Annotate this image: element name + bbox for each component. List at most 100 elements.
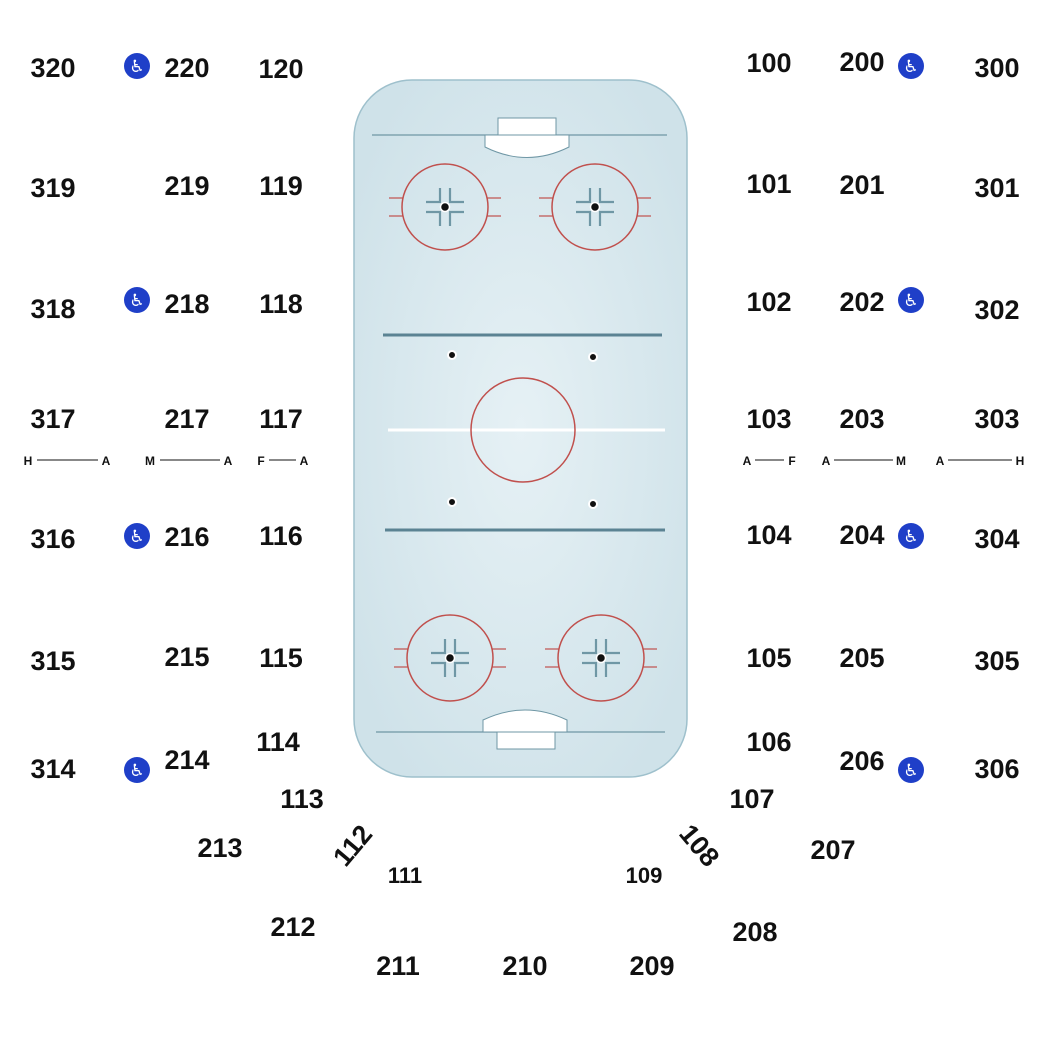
section-212[interactable]: 212 bbox=[270, 912, 315, 942]
center-faceoff-circle bbox=[470, 377, 576, 483]
section-120[interactable]: 120 bbox=[258, 54, 303, 84]
section-211[interactable]: 211 bbox=[376, 951, 420, 981]
goal-crease-top bbox=[484, 134, 570, 158]
section-118[interactable]: 118 bbox=[259, 289, 303, 319]
section-220[interactable]: 220 bbox=[164, 53, 209, 83]
faceoff-circle bbox=[401, 163, 489, 251]
section-108[interactable]: 108 bbox=[673, 819, 725, 873]
section-216[interactable]: 216 bbox=[164, 522, 209, 552]
section-200[interactable]: 200 bbox=[839, 47, 884, 77]
section-305[interactable]: 305 bbox=[974, 646, 1019, 676]
section-101[interactable]: 101 bbox=[746, 169, 791, 199]
marker-right-h: H bbox=[1016, 454, 1025, 468]
wheelchair-icon: ♿ bbox=[124, 287, 150, 313]
marker-left-m: M bbox=[145, 454, 155, 468]
goal-net-top bbox=[497, 117, 557, 136]
marker-right-a1: A bbox=[743, 454, 752, 468]
marker-right-m: M bbox=[896, 454, 906, 468]
faceoff-l-marker bbox=[576, 188, 592, 204]
marker-left-a1: A bbox=[102, 454, 111, 468]
faceoff-spot bbox=[589, 201, 601, 213]
section-113[interactable]: 113 bbox=[280, 784, 324, 814]
section-105[interactable]: 105 bbox=[746, 643, 791, 673]
wheelchair-icon: ♿ bbox=[898, 287, 924, 313]
faceoff-spot bbox=[444, 652, 456, 664]
section-316[interactable]: 316 bbox=[30, 524, 75, 554]
wheelchair-icon: ♿ bbox=[898, 757, 924, 783]
marker-right-f: F bbox=[788, 454, 795, 468]
svg-text:♿: ♿ bbox=[903, 57, 918, 77]
section-209[interactable]: 209 bbox=[629, 951, 674, 981]
section-300[interactable]: 300 bbox=[974, 53, 1019, 83]
section-107[interactable]: 107 bbox=[729, 784, 774, 814]
section-314[interactable]: 314 bbox=[30, 754, 75, 784]
svg-text:♿: ♿ bbox=[129, 291, 144, 311]
section-104[interactable]: 104 bbox=[746, 520, 791, 550]
section-303[interactable]: 303 bbox=[974, 404, 1019, 434]
section-214[interactable]: 214 bbox=[164, 745, 209, 775]
section-206[interactable]: 206 bbox=[839, 746, 884, 776]
marker-left-f: F bbox=[257, 454, 264, 468]
section-319[interactable]: 319 bbox=[30, 173, 75, 203]
marker-left-a3: A bbox=[300, 454, 309, 468]
section-208[interactable]: 208 bbox=[732, 917, 777, 947]
neutral-dot bbox=[588, 499, 598, 509]
svg-text:♿: ♿ bbox=[903, 527, 918, 547]
faceoff-l-marker bbox=[431, 661, 447, 677]
section-301[interactable]: 301 bbox=[974, 173, 1019, 203]
section-218[interactable]: 218 bbox=[164, 289, 209, 319]
section-204[interactable]: 204 bbox=[839, 520, 884, 550]
neutral-dot bbox=[447, 350, 457, 360]
section-111[interactable]: 111 bbox=[388, 863, 422, 888]
section-317[interactable]: 317 bbox=[30, 404, 75, 434]
section-210[interactable]: 210 bbox=[502, 951, 547, 981]
svg-text:♿: ♿ bbox=[129, 761, 144, 781]
section-304[interactable]: 304 bbox=[974, 524, 1019, 554]
section-207[interactable]: 207 bbox=[810, 835, 855, 865]
marker-left-a2: A bbox=[224, 454, 233, 468]
faceoff-circles bbox=[389, 163, 657, 702]
section-217[interactable]: 217 bbox=[164, 404, 209, 434]
section-205[interactable]: 205 bbox=[839, 643, 884, 673]
marker-right-a2: A bbox=[822, 454, 831, 468]
marker-right-a3: A bbox=[936, 454, 945, 468]
neutral-dot bbox=[447, 497, 457, 507]
faceoff-circle bbox=[406, 614, 494, 702]
section-306[interactable]: 306 bbox=[974, 754, 1019, 784]
section-117[interactable]: 117 bbox=[259, 404, 303, 434]
faceoff-l-marker bbox=[448, 188, 464, 204]
section-labels: 100 101 102 103 104 105 106 107 108 109 … bbox=[30, 47, 1019, 981]
section-100[interactable]: 100 bbox=[746, 48, 791, 78]
section-114[interactable]: 114 bbox=[256, 727, 300, 757]
section-318[interactable]: 318 bbox=[30, 294, 75, 324]
wheelchair-icon: ♿ bbox=[124, 523, 150, 549]
section-202[interactable]: 202 bbox=[839, 287, 884, 317]
svg-text:♿: ♿ bbox=[129, 57, 144, 77]
section-201[interactable]: 201 bbox=[839, 170, 884, 200]
section-116[interactable]: 116 bbox=[259, 521, 303, 551]
section-302[interactable]: 302 bbox=[974, 295, 1019, 325]
accessible-badges: ♿ ♿ ♿ ♿ ♿ ♿ ♿ ♿ bbox=[124, 53, 924, 783]
faceoff-spot bbox=[439, 201, 451, 213]
faceoff-l-marker bbox=[604, 639, 620, 655]
faceoff-l-marker bbox=[604, 661, 620, 677]
goal-net-bottom bbox=[496, 731, 556, 750]
side-markers: H A M A F A A F A M A H bbox=[24, 454, 1025, 468]
section-109[interactable]: 109 bbox=[626, 863, 663, 888]
faceoff-l-marker bbox=[576, 210, 592, 226]
section-103[interactable]: 103 bbox=[746, 404, 791, 434]
section-213[interactable]: 213 bbox=[197, 833, 242, 863]
faceoff-l-marker bbox=[426, 210, 442, 226]
section-106[interactable]: 106 bbox=[746, 727, 791, 757]
section-102[interactable]: 102 bbox=[746, 287, 791, 317]
section-119[interactable]: 119 bbox=[259, 171, 303, 201]
section-112[interactable]: 112 bbox=[327, 819, 378, 872]
faceoff-l-marker bbox=[582, 639, 598, 655]
section-115[interactable]: 115 bbox=[259, 643, 303, 673]
section-315[interactable]: 315 bbox=[30, 646, 75, 676]
section-203[interactable]: 203 bbox=[839, 404, 884, 434]
section-219[interactable]: 219 bbox=[164, 171, 209, 201]
section-215[interactable]: 215 bbox=[164, 642, 209, 672]
marker-left-h: H bbox=[24, 454, 33, 468]
section-320[interactable]: 320 bbox=[30, 53, 75, 83]
